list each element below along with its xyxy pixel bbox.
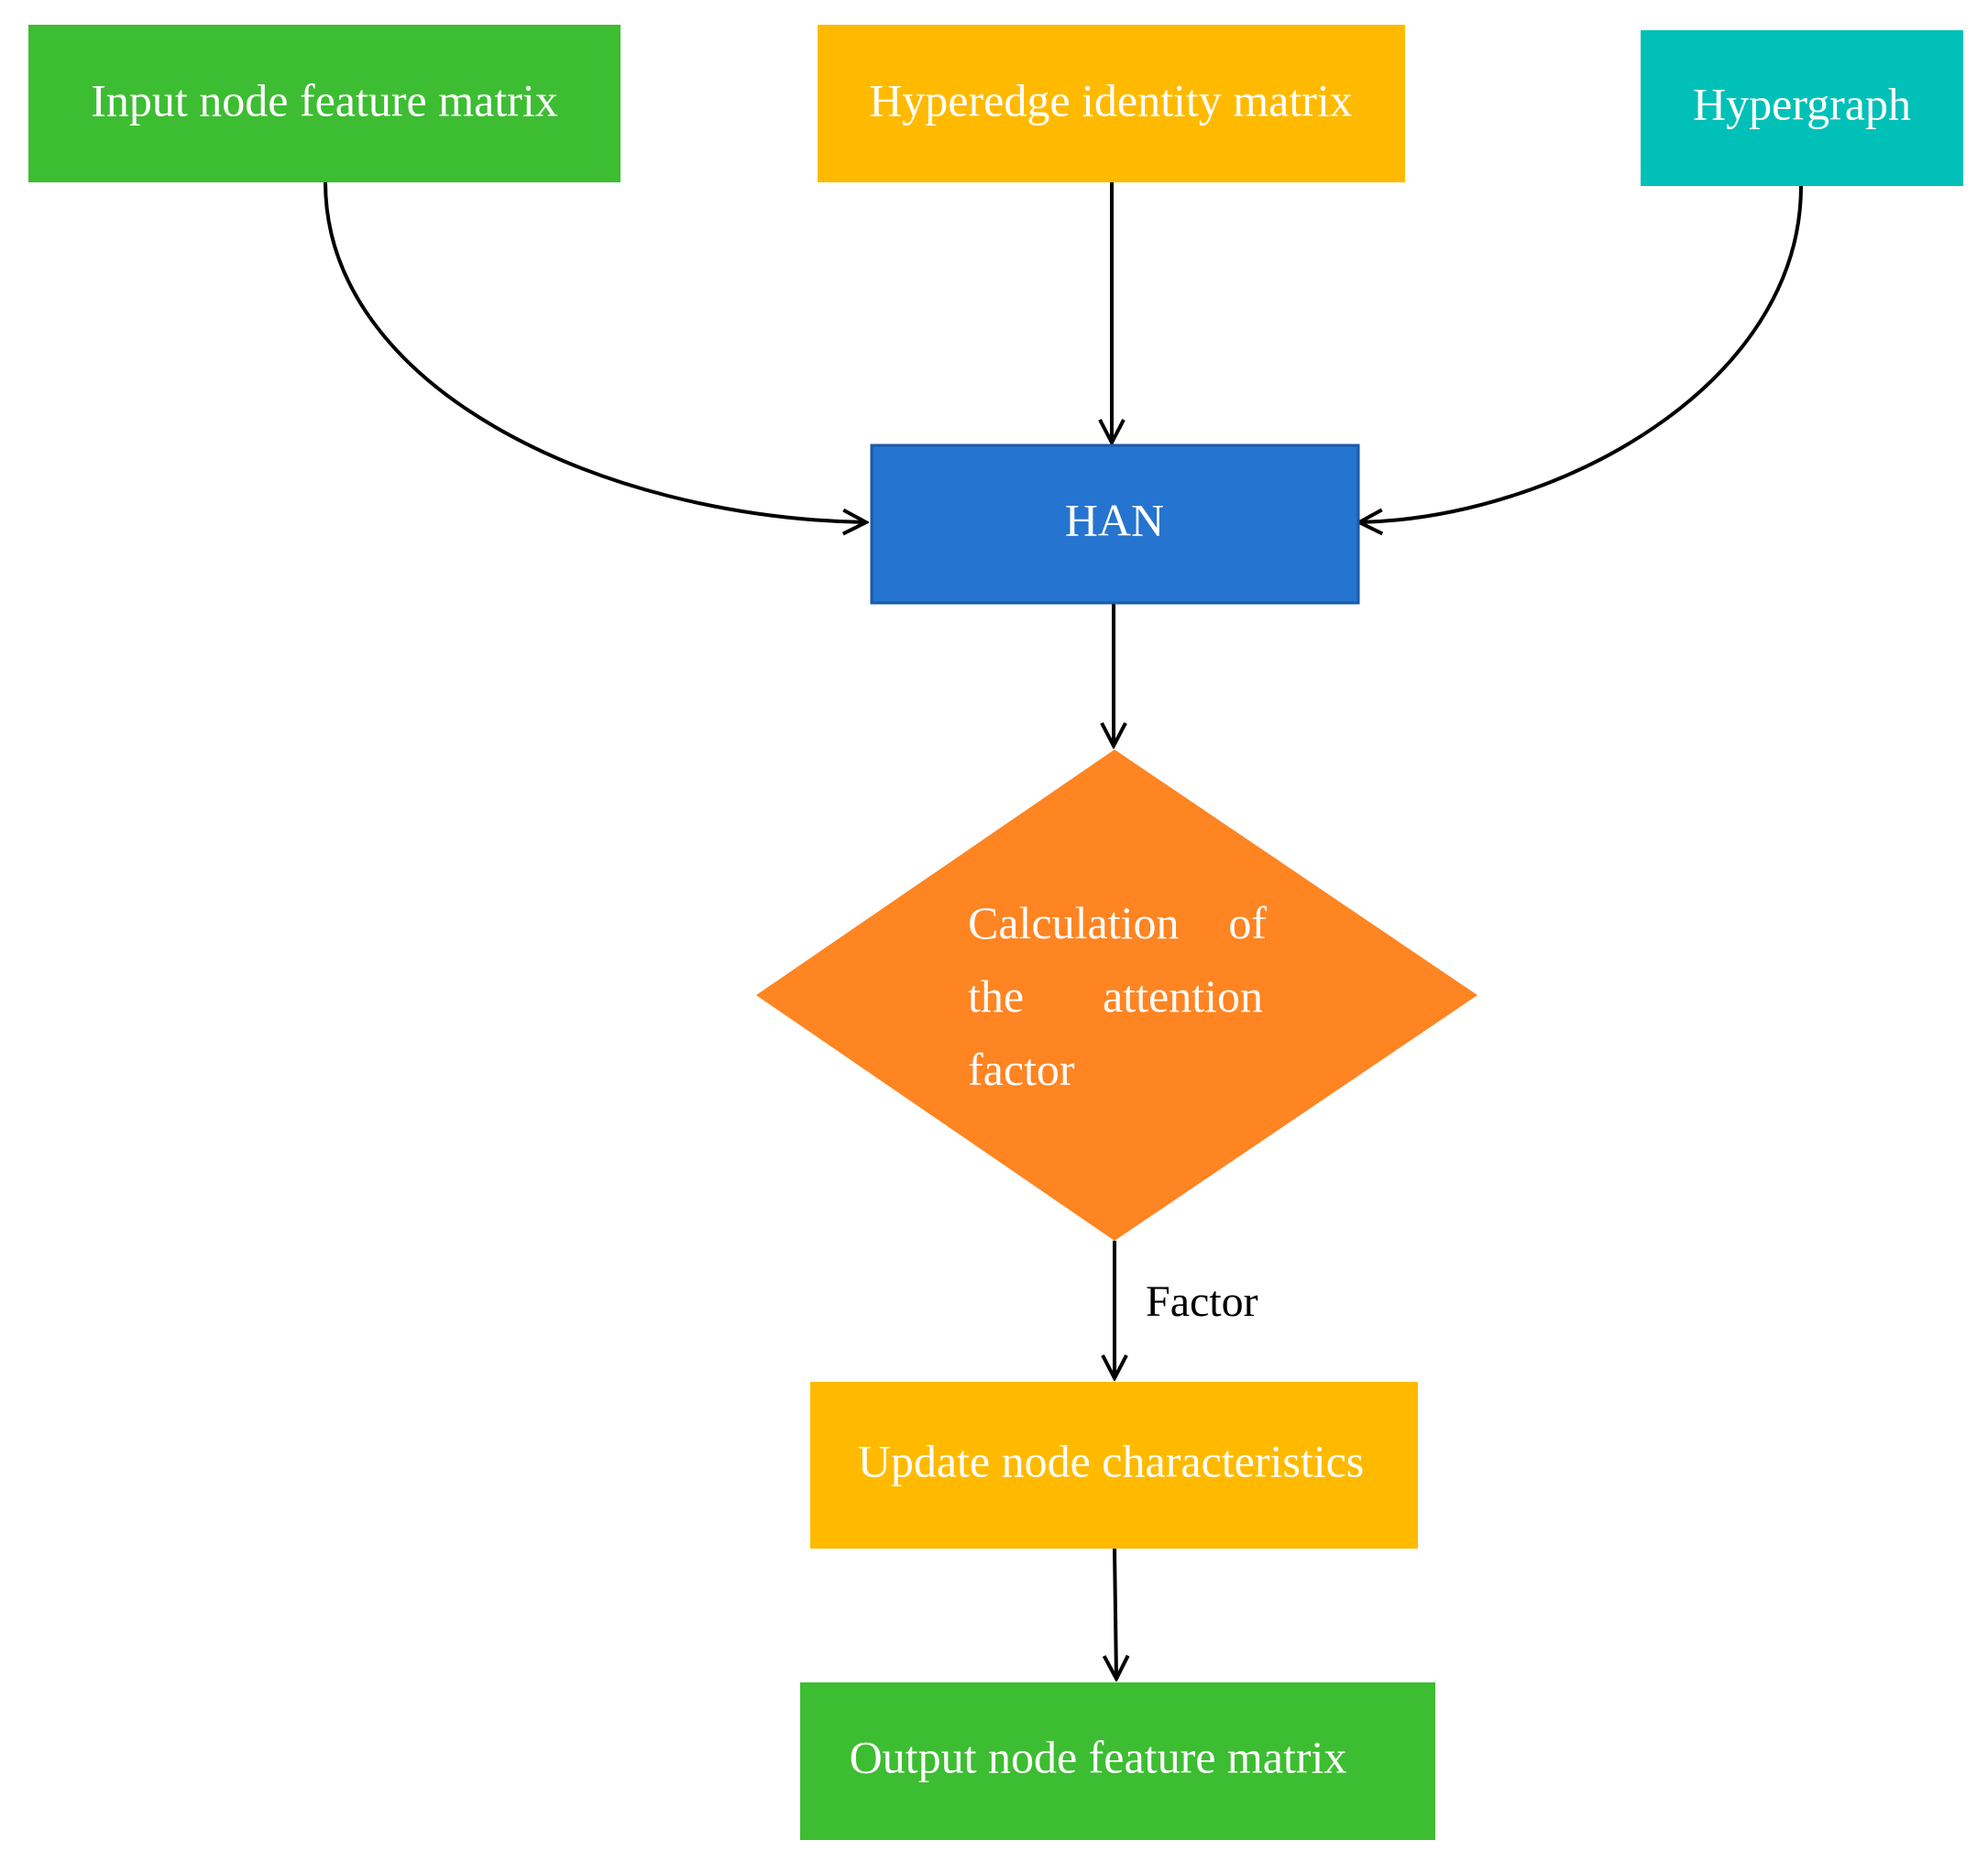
han-label: HAN	[1065, 494, 1164, 545]
attention-text-line2a: the	[968, 970, 1024, 1022]
hyperedge-label: Hyperedge identity matrix	[869, 74, 1353, 126]
attention-calculation-diamond: Calculation of the attention factor	[756, 750, 1477, 1241]
factor-edge-label: Factor	[1146, 1277, 1258, 1326]
edge-hypergraph-to-han	[1359, 185, 1803, 522]
attention-text-line3: factor	[968, 1044, 1075, 1095]
hyperedge-box-shape	[818, 25, 1405, 182]
output-label: Output node feature matrix	[850, 1731, 1347, 1782]
attention-diamond-shape	[756, 750, 1477, 1241]
input-node-box-shape	[28, 25, 621, 182]
hyperedge-identity-matrix-box: Hyperedge identity matrix	[818, 25, 1405, 182]
attention-text-line1a: Calculation	[968, 897, 1180, 948]
hypergraph-box-shape	[1641, 30, 1963, 186]
update-node-characteristics-box: Update node characteristics	[810, 1382, 1418, 1549]
output-box-shape	[800, 1682, 1435, 1840]
han-box: HAN	[870, 444, 1360, 605]
output-node-feature-matrix-box: Output node feature matrix	[800, 1682, 1435, 1840]
attention-text-line2b: attention	[1103, 970, 1263, 1022]
update-label: Update node characteristics	[858, 1435, 1365, 1486]
edge-input-to-han	[324, 181, 866, 522]
hypergraph-box: Hypergraph	[1641, 30, 1963, 186]
han-box-shape	[870, 444, 1360, 605]
attention-text-line1b: of	[1228, 897, 1267, 948]
edge-update-to-output	[1115, 1548, 1116, 1679]
input-node-feature-matrix-box: Input node feature matrix	[28, 25, 621, 182]
input-node-label: Input node feature matrix	[91, 74, 558, 126]
hypergraph-label: Hypergraph	[1693, 78, 1911, 129]
update-box-shape	[810, 1382, 1418, 1549]
